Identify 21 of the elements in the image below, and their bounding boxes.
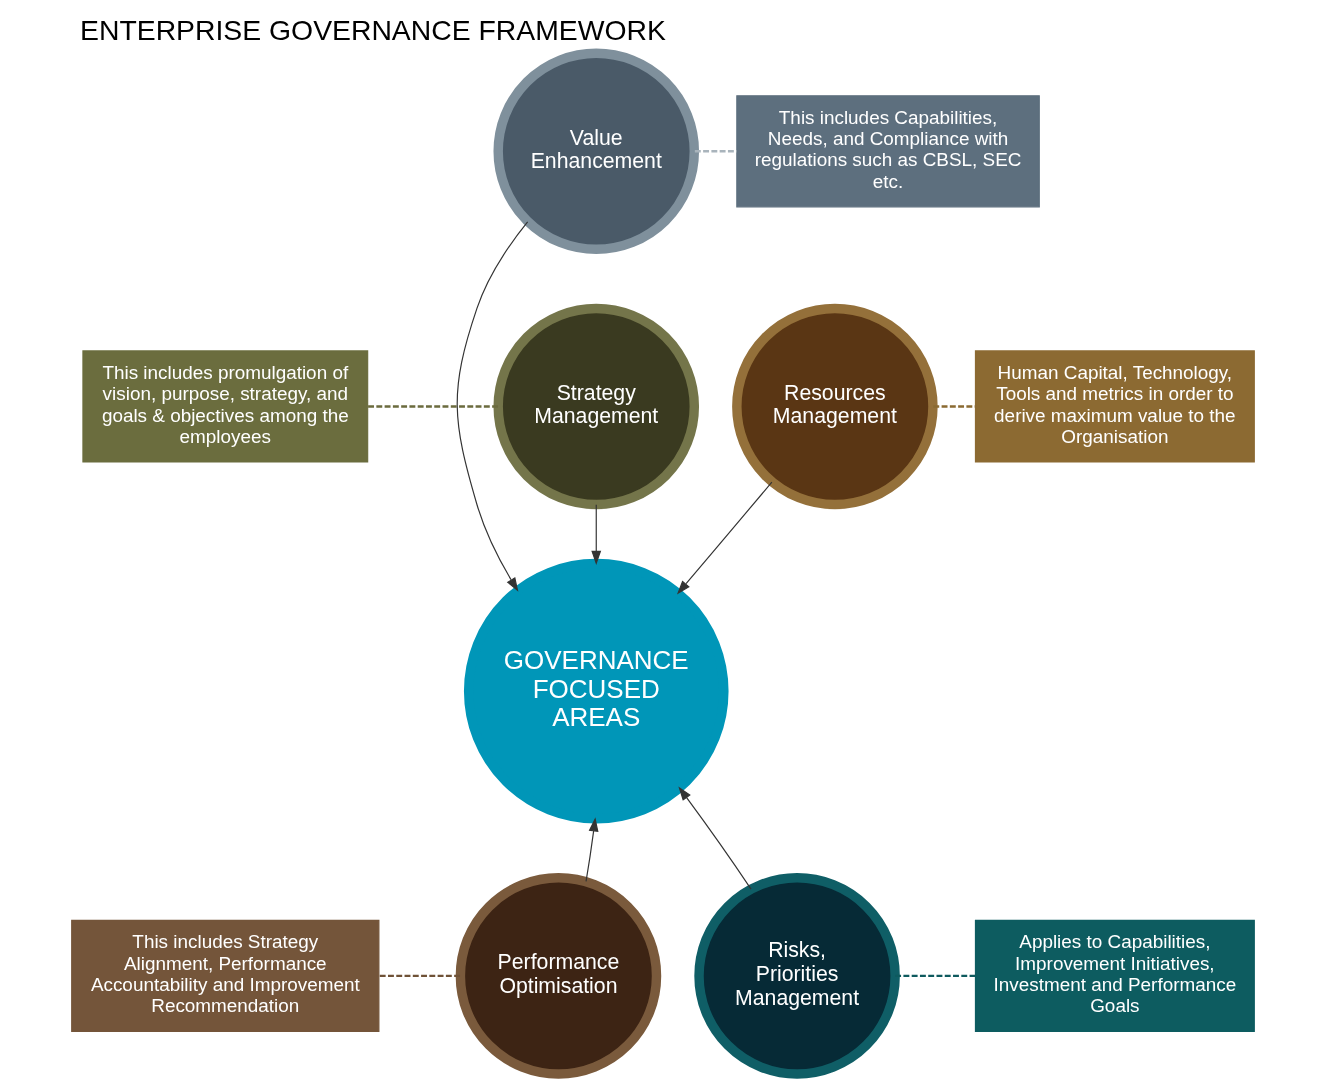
arrow [591, 504, 602, 565]
node-circle: Value Enhancement [493, 48, 700, 255]
node-circle: Risks, Priorities Management [694, 873, 900, 1079]
node-circle: Resources Management [732, 303, 938, 510]
connector [694, 150, 737, 153]
node-circle: GOVERNANCE FOCUSED AREAS [463, 558, 729, 824]
arrow [676, 481, 773, 595]
diagram-title: ENTERPRISE GOVERNANCE FRAMEWORK [80, 14, 666, 47]
connector [367, 405, 499, 408]
node-circle: Strategy Management [493, 303, 700, 510]
connector [895, 974, 976, 978]
node-box: This includes Strategy Alignment, Performance Accountability and Improvement Recommendation [71, 919, 380, 1032]
arrow [585, 817, 599, 882]
node-circle: Performance Optimisation [455, 873, 662, 1079]
node-box: This includes promulgation of vision, purpose, strategy, and goals & objectives among the employees [82, 350, 369, 463]
node-box: Human Capital, Technology, Tools and metrics in order to derive maximum value to the Organisation [974, 350, 1255, 463]
connector [379, 974, 461, 978]
arrow [678, 786, 752, 890]
node-box: This includes Capabilities, Needs, and Compliance with regulations such as CBSL, SEC etc. [736, 95, 1040, 208]
arrow [456, 221, 529, 592]
node-box: Applies to Capabilities, Improvement Initiatives, Investment and Performance Goals [974, 919, 1255, 1032]
